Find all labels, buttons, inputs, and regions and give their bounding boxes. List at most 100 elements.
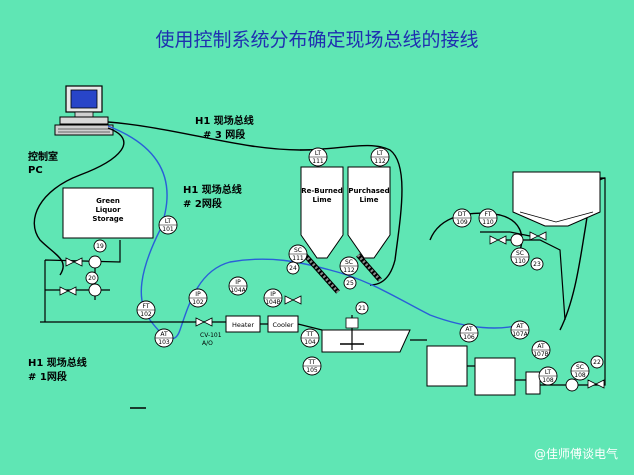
process-pipe-left — [44, 240, 121, 322]
instrument-number: 110 — [514, 258, 526, 265]
agitator-motor — [345, 317, 359, 329]
fieldbus-seg1-cable — [33, 127, 125, 276]
instrument-layer: LT111LT112LT101SC111SC112FT102AT103IP102… — [136, 147, 590, 386]
cv101-label: CV-101 — [200, 332, 222, 339]
h1-seg3-num: # 3 网段 — [203, 128, 245, 141]
process-pipe-right — [410, 177, 606, 386]
instrument-type: FT — [484, 211, 491, 218]
instrument-type: LT — [165, 218, 172, 225]
instrument-type: AT — [465, 326, 473, 333]
instrument-type: SC — [294, 247, 302, 254]
watermark-text: @佳师傅谈电气 — [534, 446, 618, 461]
instrument-number: 109 — [456, 219, 468, 226]
fieldbus-seg3-cable — [107, 121, 403, 286]
pump-icon — [88, 283, 102, 297]
screw-conveyor-2 — [356, 253, 382, 282]
process-tank-3 — [525, 371, 541, 395]
page-title: 使用控制系统分布确定现场总线的接线 — [155, 29, 478, 51]
instrument-type: IP — [195, 291, 201, 298]
control-room-label: 控制室 — [28, 150, 58, 163]
slaker-vessel — [321, 329, 411, 353]
reburned-label-2: Lime — [313, 196, 332, 204]
instrument-type: LT — [545, 369, 552, 376]
h1-seg2-num: # 2网段 — [183, 197, 222, 210]
instrument-number: 106 — [463, 334, 475, 341]
purchased-label-1: Purchased — [348, 187, 389, 195]
instrument-number: 111 — [312, 158, 324, 165]
process-pipe-recycle — [480, 231, 566, 321]
num-19: 19 — [96, 243, 104, 250]
valve-icon — [59, 231, 605, 389]
instrument-type: IP — [270, 291, 276, 298]
instrument-type: FT — [142, 303, 149, 310]
green-liquor-tank — [62, 187, 154, 239]
instrument-number: 108 — [542, 377, 554, 384]
h1-seg3-label: H1 现场总线 — [195, 114, 254, 127]
num-21: 21 — [358, 305, 366, 312]
control-room-pc-label: PC — [28, 165, 43, 176]
instrument-number: 104 — [304, 339, 316, 346]
purchased-lime-silo — [347, 166, 391, 259]
green-liquor-label-2: Liquor — [95, 206, 121, 214]
num-23: 23 — [533, 261, 541, 268]
number-balloons: 19 20 21 22 23 24 25 — [85, 239, 604, 369]
pump-icon — [565, 378, 579, 392]
instrument-type: IP — [235, 279, 241, 286]
instrument-type: LT — [377, 150, 384, 157]
instrument-type: AT — [160, 331, 168, 338]
instrument-type: AT — [516, 323, 524, 330]
instrument-type: AT — [537, 343, 545, 350]
green-liquor-label-3: Storage — [92, 215, 123, 223]
h1-seg2-label: H1 现场总线 — [183, 183, 242, 196]
instrument-number: 107B — [533, 351, 549, 358]
instrument-number: 105 — [306, 367, 318, 374]
instrument-type: SC — [345, 259, 353, 266]
process-tank-2 — [474, 357, 516, 396]
instrument-type: LT — [315, 150, 322, 157]
instrument-number: 108 — [574, 372, 586, 379]
instrument-number: 103 — [158, 339, 170, 346]
clarifier-rake — [519, 211, 594, 223]
instrument-type: SC — [516, 250, 524, 257]
instrument-type: TT — [307, 359, 316, 366]
green-liquor-label-1: Green — [96, 197, 120, 205]
cv101-mode-label: A/O — [202, 340, 213, 347]
instrument-number: 110 — [482, 219, 494, 226]
num-25: 25 — [346, 280, 354, 287]
num-24: 24 — [289, 265, 297, 272]
instrument-number: 107A — [512, 331, 528, 338]
screw-conveyor-1 — [303, 253, 340, 294]
instrument-number: 102 — [192, 299, 204, 306]
pump-icon — [510, 233, 524, 247]
num-20: 20 — [88, 275, 96, 282]
cooler-label: Cooler — [273, 321, 294, 329]
h1-seg1-num: # 1网段 — [28, 370, 67, 383]
instrument-type: DT — [458, 211, 467, 218]
instrument-number: 111 — [292, 255, 304, 262]
instrument-number: 102 — [140, 311, 152, 318]
reburned-lime-silo — [300, 166, 344, 259]
process-tank-1 — [426, 345, 468, 387]
instrument-number: 112 — [343, 267, 355, 274]
instrument-number: 104B — [265, 299, 281, 306]
instrument-type: SC — [576, 364, 584, 371]
instrument-number: 104A — [230, 287, 246, 294]
